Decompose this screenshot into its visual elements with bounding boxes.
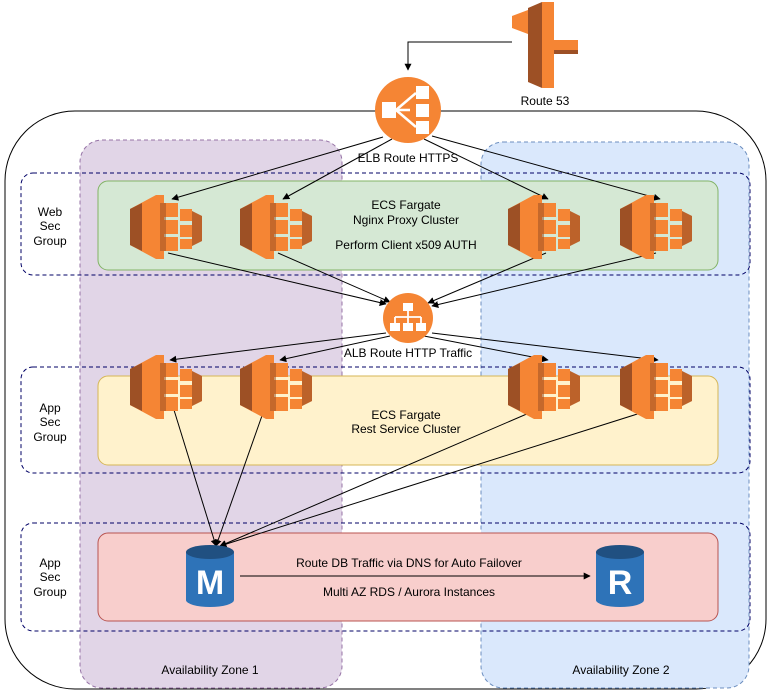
svg-text:App: App: [39, 556, 61, 570]
rds-master-icon: M: [186, 545, 234, 607]
svg-text:Sec: Sec: [40, 570, 61, 584]
elb-icon: [375, 77, 441, 143]
connectors: [167, 41, 661, 580]
svg-text:Group: Group: [33, 585, 67, 599]
svg-text:Group: Group: [33, 430, 67, 444]
svg-text:Sec: Sec: [40, 415, 61, 429]
elb-to-web4-arrow: [431, 135, 661, 201]
web3-to-alb-arrow: [427, 252, 547, 304]
route53-icon: [512, 2, 578, 88]
rds-cluster-box: [97, 532, 719, 622]
db-route-label: Route DB Traffic via DNS for Auto Failov…: [296, 556, 522, 570]
zone1-label: Availability Zone 1: [161, 663, 258, 677]
elb-label: ELB Route HTTPS: [358, 151, 459, 165]
svg-text:Sec: Sec: [40, 219, 61, 233]
svg-text:M: M: [196, 564, 224, 602]
app-cluster-title: ECS Fargate: [371, 408, 441, 422]
elb-to-web2-arrow: [282, 138, 393, 200]
elb-to-web3-arrow: [423, 138, 549, 200]
web-sec-group-label: Web Sec Group: [33, 205, 67, 248]
alb-to-app4-arrow: [431, 332, 659, 363]
route53-label: Route 53: [521, 94, 570, 108]
app3-to-db-arrow: [219, 409, 537, 547]
app2-to-db-arrow: [214, 409, 265, 547]
web4-to-alb-arrow: [431, 252, 657, 308]
zone2-label: Availability Zone 2: [572, 663, 669, 677]
web-auth-label: Perform Client x509 AUTH: [335, 238, 476, 252]
web-sec-group: [20, 172, 751, 276]
rds-replica-icon: R: [596, 545, 644, 607]
svg-text:R: R: [608, 564, 633, 602]
app-sec-group: [20, 366, 751, 474]
web-cluster-title: ECS Fargate: [371, 198, 441, 212]
svg-text:Web: Web: [38, 205, 63, 219]
alb-icon: [383, 293, 433, 343]
app-cluster-subtitle: Rest Service Cluster: [351, 422, 460, 436]
web1-to-alb-arrow: [167, 252, 387, 306]
web2-to-alb-arrow: [277, 252, 391, 303]
svg-text:Group: Group: [33, 234, 67, 248]
alb-to-app3-arrow: [423, 335, 549, 363]
web-cluster-subtitle: Nginx Proxy Cluster: [353, 213, 459, 227]
db-instances-label: Multi AZ RDS / Aurora Instances: [323, 585, 495, 599]
alb-to-app2-arrow: [279, 335, 391, 363]
db-sec-group: [20, 522, 751, 632]
route53-to-elb-arrow: [404, 41, 512, 71]
app1-to-db-arrow: [173, 409, 218, 547]
alb-label: ALB Route HTTP Traffic: [344, 346, 472, 360]
elb-to-web1-arrow: [171, 136, 384, 201]
app4-to-db-arrow: [219, 409, 651, 548]
alb-to-app1-arrow: [169, 332, 387, 363]
app-sec-group-label: App Sec Group: [33, 401, 67, 444]
db-sec-group-label: App Sec Group: [33, 556, 67, 599]
svg-text:App: App: [39, 401, 61, 415]
